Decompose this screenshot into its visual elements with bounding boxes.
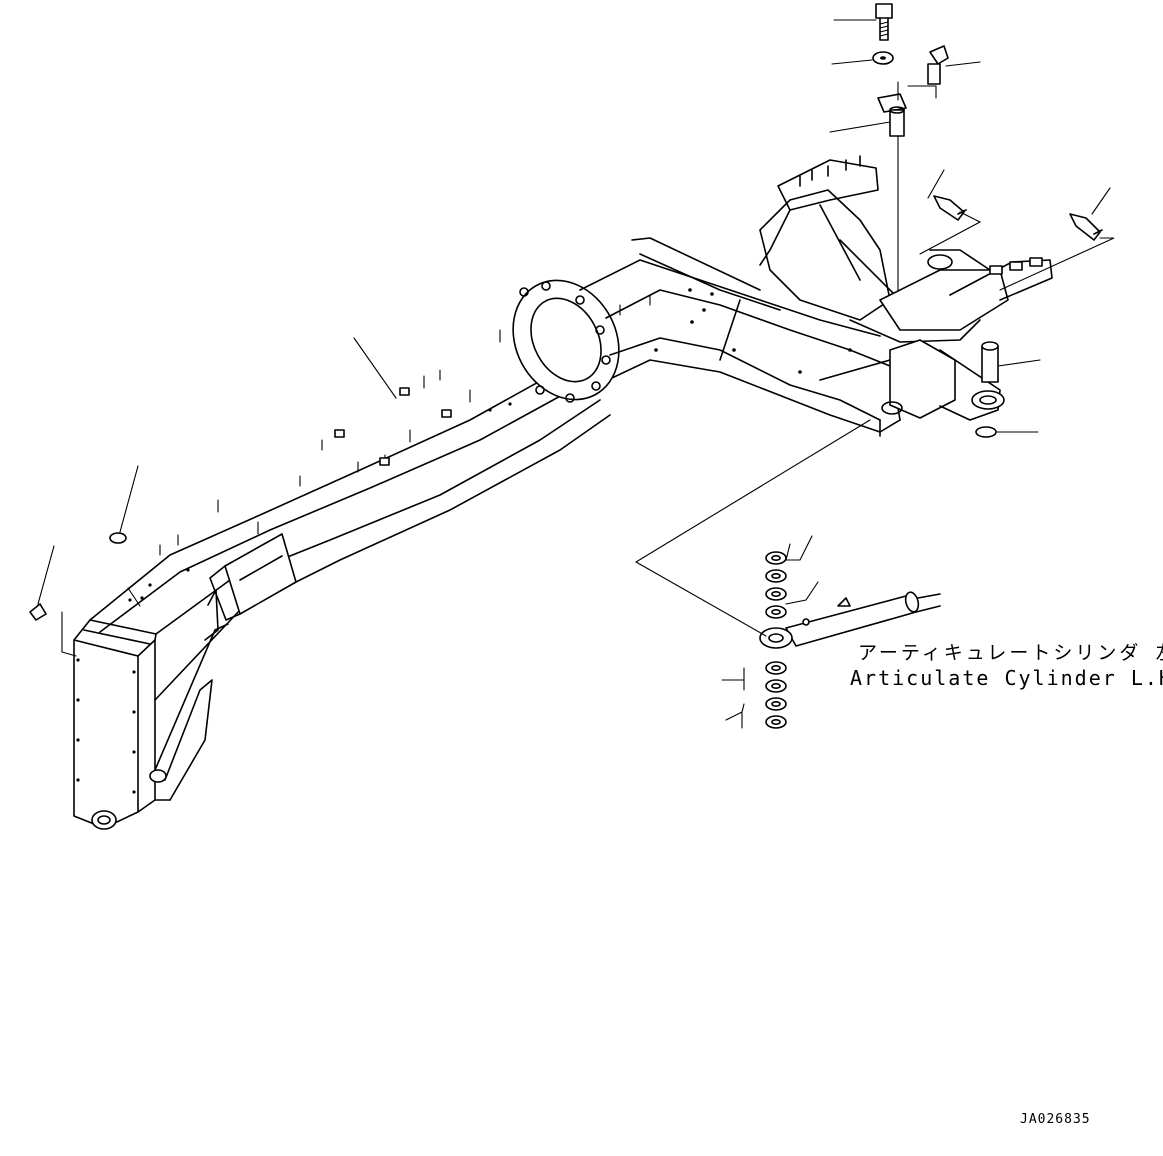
grease-fitting-top (927, 45, 949, 85)
cylinder-label-japanese: アーティキュレートシリンダ 左 (858, 642, 1163, 664)
shim-stack (765, 551, 787, 729)
swivel-ring (512, 279, 620, 403)
bolt (875, 3, 893, 41)
grease-fitting-mid (933, 195, 967, 221)
frame-rear-plate (73, 639, 139, 829)
main-frame (73, 155, 1053, 830)
rear-plug (109, 532, 127, 544)
cylinder-label-english: Articulate Cylinder L.H. (850, 666, 1163, 690)
plate-pin (877, 93, 907, 137)
articulate-cylinder-left (759, 591, 941, 649)
front-pivot-bore (971, 390, 1005, 410)
frame-rear-bore (91, 810, 117, 830)
washer (872, 51, 894, 65)
front-frame-holes (654, 288, 852, 374)
grease-fitting-right (1069, 213, 1103, 241)
pin-right (981, 341, 999, 383)
front-yoke (879, 269, 1009, 331)
drawing-number: JA026835 (1020, 1112, 1091, 1127)
rear-grease-fitting (29, 603, 47, 621)
leader-lines (37, 19, 1115, 729)
front-hitch-upright (759, 189, 891, 321)
snap-ring (975, 426, 997, 438)
frame-cross-box (224, 533, 297, 615)
